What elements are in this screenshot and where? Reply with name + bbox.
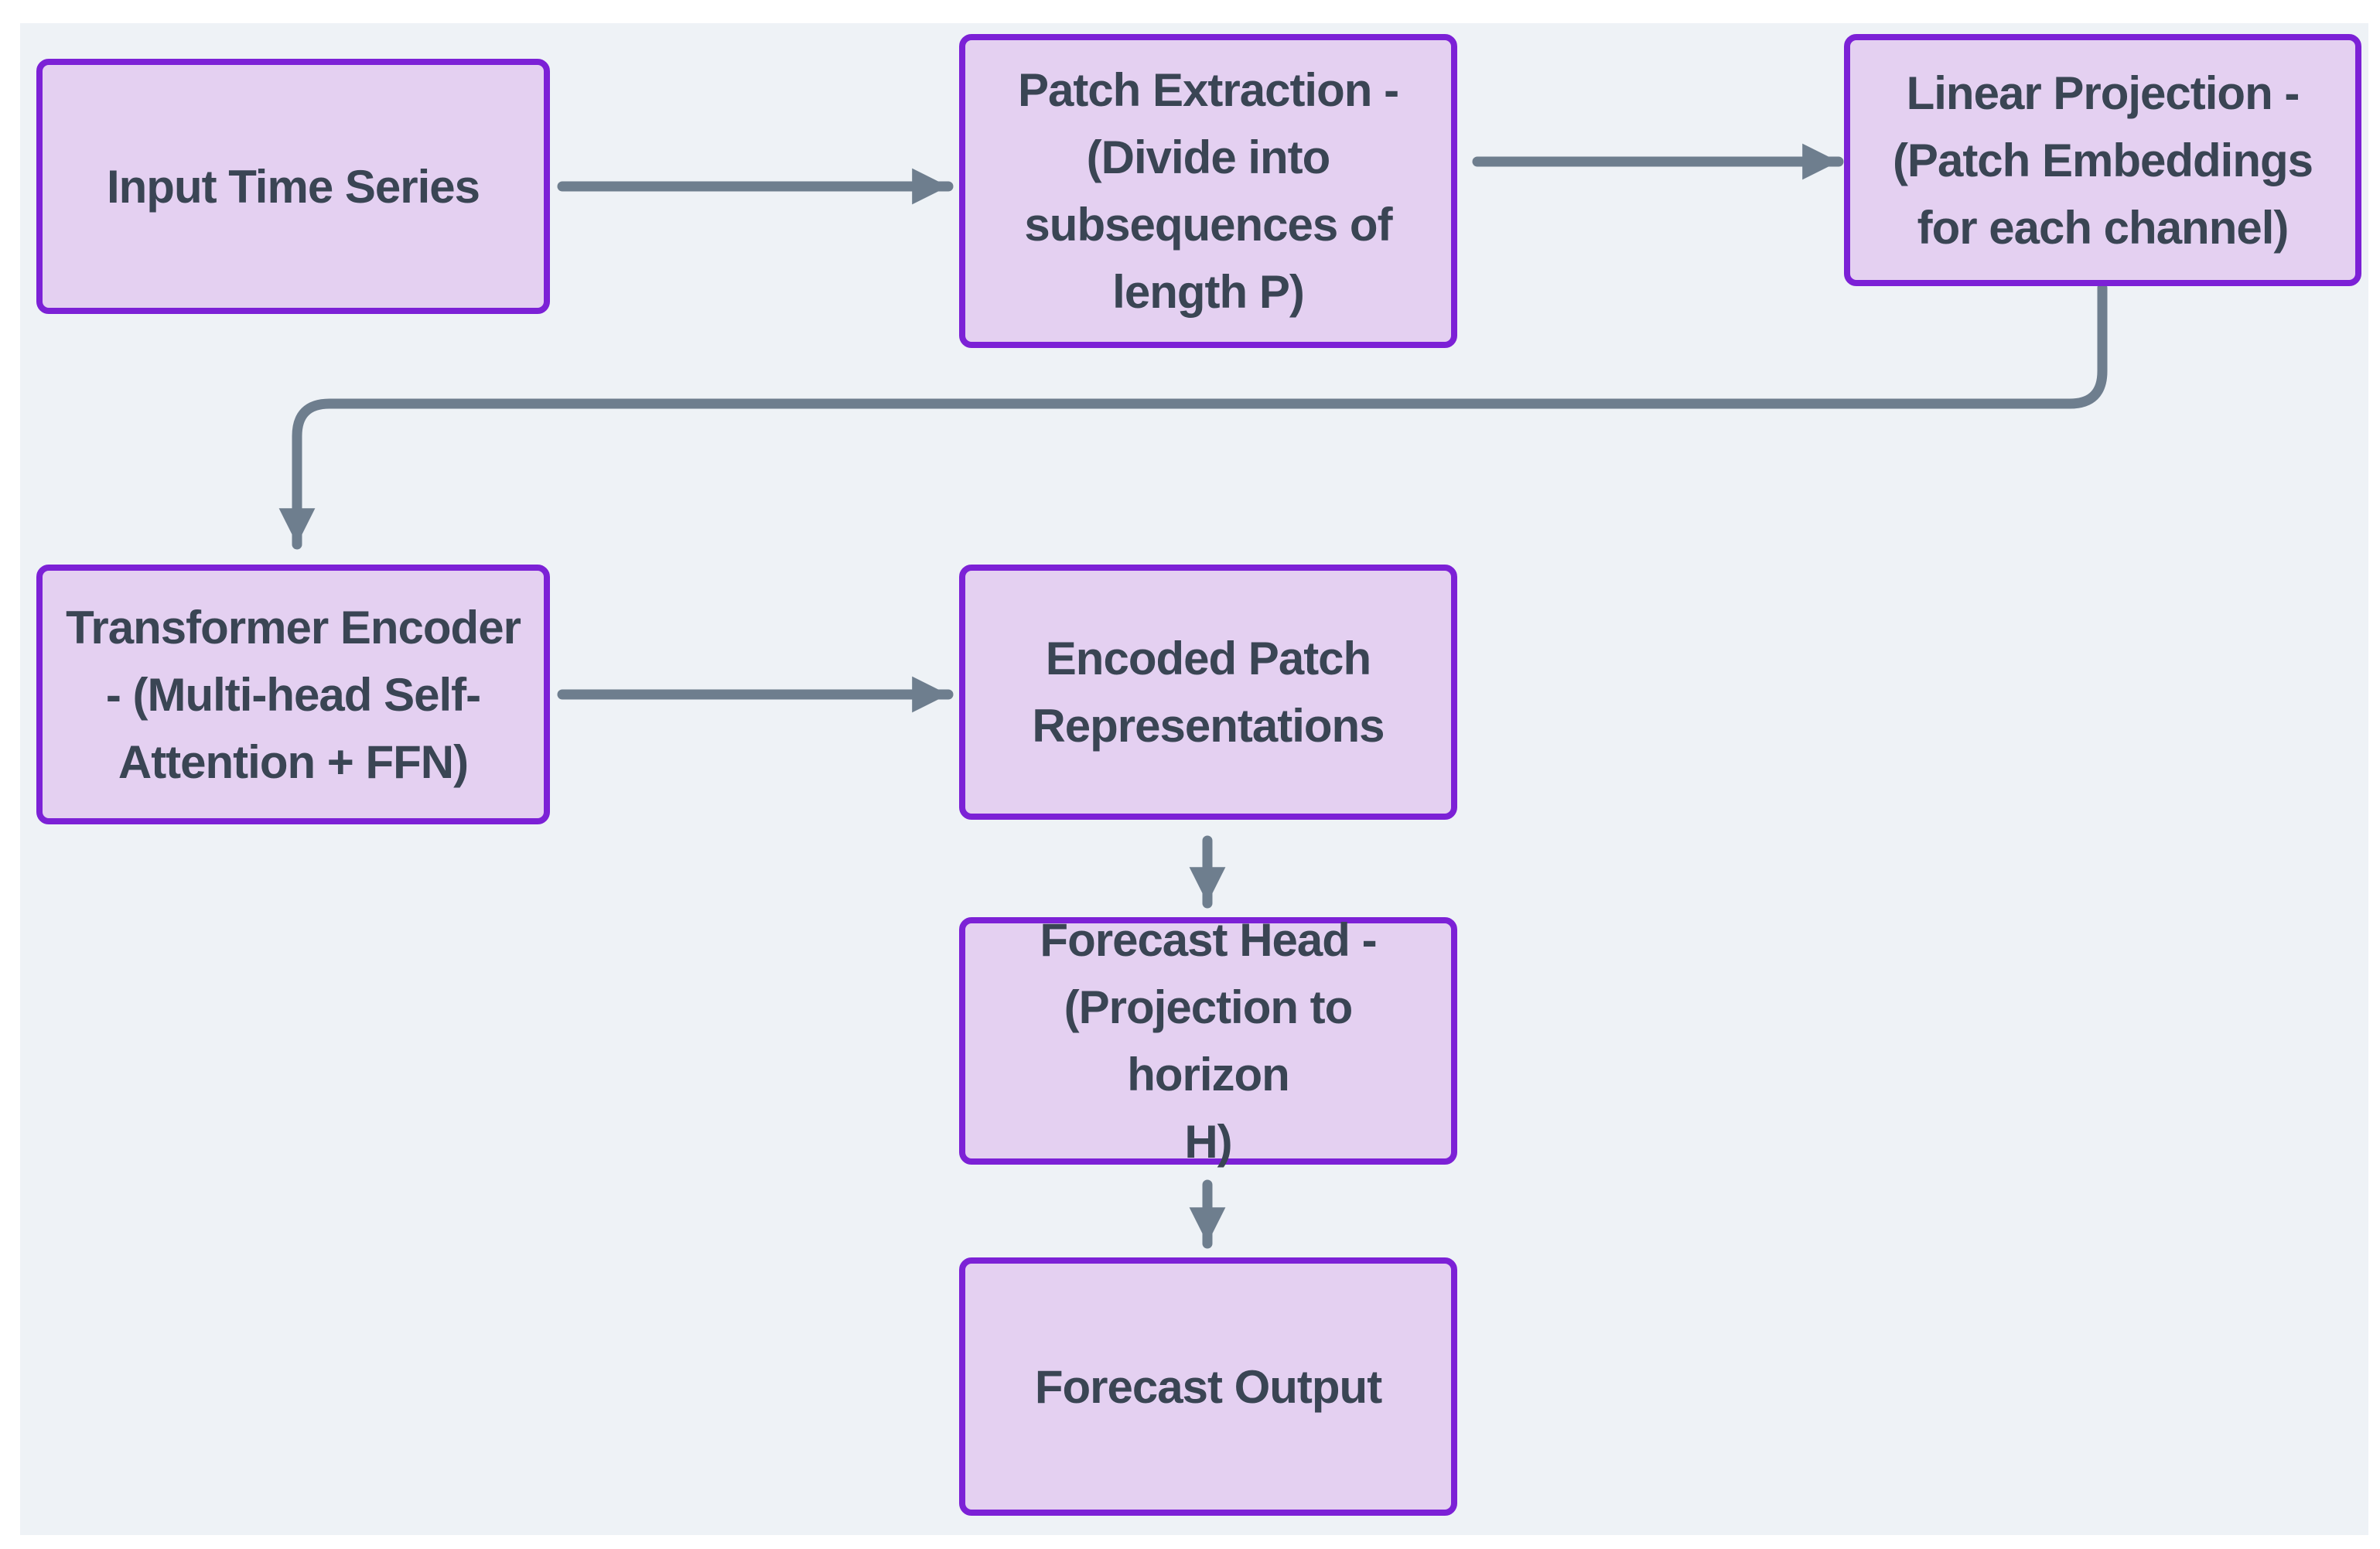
node-encoded-patch-representations: Encoded Patch Representations	[959, 565, 1457, 820]
node-forecast-output: Forecast Output	[959, 1257, 1457, 1516]
node-input-time-series: Input Time Series	[36, 59, 550, 314]
node-forecast-head: Forecast Head - (Projection to horizon H…	[959, 914, 1457, 1168]
node-label: Input Time Series	[106, 160, 480, 213]
node-label: Linear Projection - (Patch Embeddings fo…	[1892, 67, 2313, 254]
node-linear-projection: Linear Projection - (Patch Embeddings fo…	[1844, 34, 2361, 286]
node-label: Encoded Patch Representations	[1032, 633, 1385, 752]
node-label: Patch Extraction - (Divide into subseque…	[1017, 64, 1399, 318]
node-label: Transformer Encoder - (Multi-head Self- …	[66, 601, 521, 788]
node-label: Forecast Output	[1034, 1360, 1382, 1413]
node-label: Forecast Head - (Projection to horizon H…	[1040, 914, 1377, 1168]
node-transformer-encoder: Transformer Encoder - (Multi-head Self- …	[36, 565, 550, 824]
node-patch-extraction: Patch Extraction - (Divide into subseque…	[959, 34, 1457, 348]
